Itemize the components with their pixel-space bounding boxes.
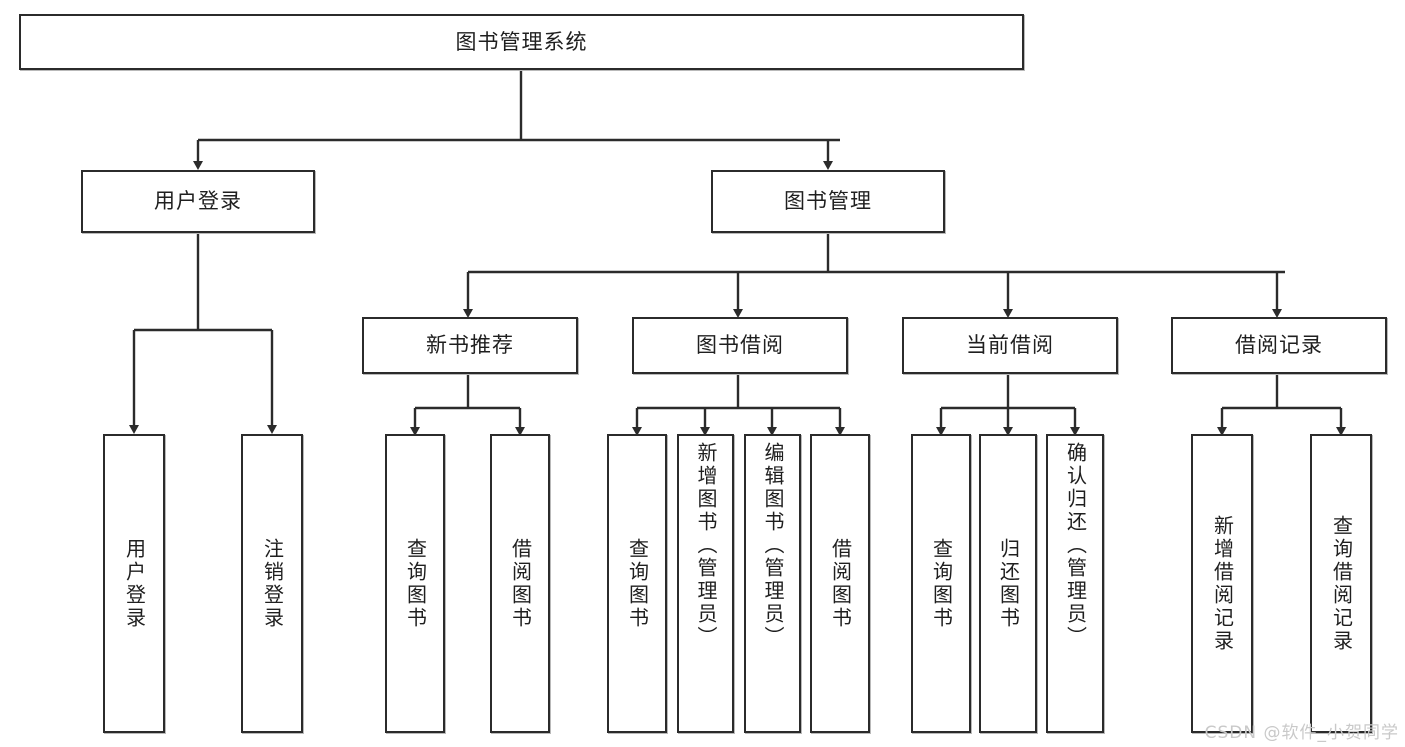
node-leaf-return-book-label: 归还图书 [996, 537, 1021, 630]
node-borrow-record-label: 借阅记录 [1235, 333, 1323, 358]
node-leaf-query-book-1[interactable]: 查询图书 [385, 434, 445, 733]
node-current-borrow-label: 当前借阅 [966, 333, 1054, 358]
node-leaf-query-record-label: 查询借阅记录 [1329, 514, 1354, 653]
node-leaf-user-login-label: 用户登录 [122, 537, 147, 630]
node-leaf-borrow-book-2-label: 借阅图书 [828, 537, 853, 630]
node-leaf-borrow-book-2[interactable]: 借阅图书 [810, 434, 870, 733]
node-leaf-add-record[interactable]: 新增借阅记录 [1191, 434, 1253, 733]
node-leaf-query-book-2[interactable]: 查询图书 [607, 434, 667, 733]
node-leaf-return-book[interactable]: 归还图书 [979, 434, 1037, 733]
watermark-text: CSDN @软件_小贺同学 [1204, 723, 1399, 743]
node-book-borrow[interactable]: 图书借阅 [632, 317, 848, 374]
node-leaf-borrow-book-1-label: 借阅图书 [508, 537, 533, 630]
node-leaf-query-book-1-label: 查询图书 [403, 537, 428, 630]
node-book-manage[interactable]: 图书管理 [711, 170, 945, 233]
node-leaf-user-login[interactable]: 用户登录 [103, 434, 165, 733]
node-leaf-query-book-3-label: 查询图书 [929, 537, 954, 630]
node-leaf-query-book-2-label: 查询图书 [625, 537, 650, 630]
node-leaf-confirm-return-label: 确认归还（管理员） [1063, 442, 1088, 649]
node-book-manage-label: 图书管理 [784, 189, 872, 214]
node-leaf-user-logout[interactable]: 注销登录 [241, 434, 303, 733]
node-leaf-confirm-return[interactable]: 确认归还（管理员） [1046, 434, 1104, 733]
node-root[interactable]: 图书管理系统 [19, 14, 1024, 70]
node-new-book-recommend[interactable]: 新书推荐 [362, 317, 578, 374]
node-leaf-add-record-label: 新增借阅记录 [1210, 514, 1235, 653]
node-leaf-add-book-label: 新增图书（管理员） [694, 442, 718, 649]
node-leaf-query-book-3[interactable]: 查询图书 [911, 434, 971, 733]
node-book-borrow-label: 图书借阅 [696, 333, 784, 358]
node-user-login[interactable]: 用户登录 [81, 170, 315, 233]
node-leaf-query-record[interactable]: 查询借阅记录 [1310, 434, 1372, 733]
node-root-label: 图书管理系统 [455, 29, 588, 54]
node-leaf-borrow-book-1[interactable]: 借阅图书 [490, 434, 550, 733]
node-leaf-edit-book-label: 编辑图书（管理员） [761, 442, 785, 649]
node-current-borrow[interactable]: 当前借阅 [902, 317, 1118, 374]
node-user-login-label: 用户登录 [154, 189, 242, 214]
node-borrow-record[interactable]: 借阅记录 [1171, 317, 1387, 374]
node-leaf-edit-book[interactable]: 编辑图书（管理员） [744, 434, 801, 733]
node-new-book-recommend-label: 新书推荐 [426, 333, 514, 358]
node-leaf-user-logout-label: 注销登录 [260, 537, 285, 630]
node-leaf-add-book[interactable]: 新增图书（管理员） [677, 434, 734, 733]
